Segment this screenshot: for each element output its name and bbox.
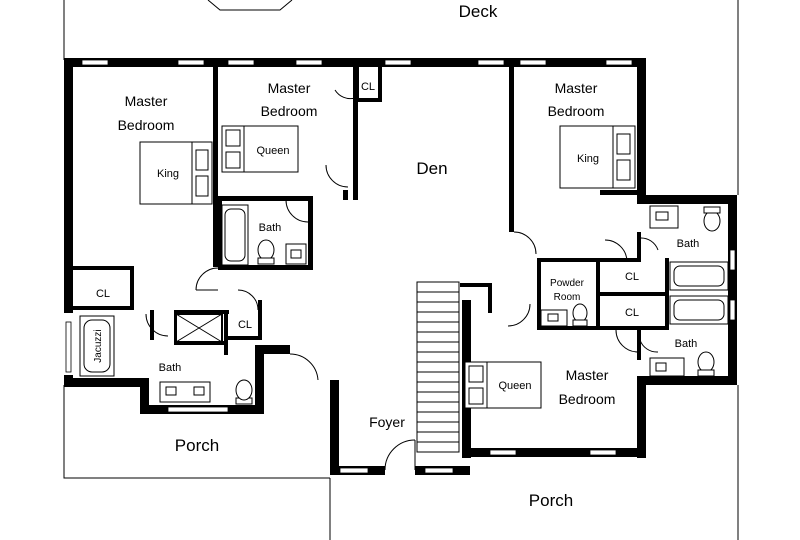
label-master-bedroom-1-line2: Bedroom bbox=[118, 117, 175, 133]
label-powder-room-line2: Room bbox=[554, 292, 581, 303]
bed-king-2: King bbox=[559, 125, 636, 189]
label-bath-4: Bath bbox=[675, 338, 698, 350]
shaft-box bbox=[175, 313, 223, 343]
label-cl-5: CL bbox=[625, 307, 639, 319]
label-jacuzzi: Jacuzzi bbox=[93, 329, 104, 362]
room-labels: Deck Master Bedroom Master Bedroom Maste… bbox=[93, 2, 699, 510]
bed-queen-2: Queen bbox=[464, 361, 542, 409]
label-den: Den bbox=[416, 159, 447, 178]
doors bbox=[145, 89, 659, 471]
bed-label-queen-1: Queen bbox=[256, 145, 289, 157]
staircase bbox=[416, 281, 460, 453]
bath-fixtures bbox=[79, 204, 729, 405]
label-master-bedroom-3-line1: Master bbox=[555, 80, 598, 96]
label-deck: Deck bbox=[459, 2, 498, 21]
label-master-bedroom-4-line2: Bedroom bbox=[559, 391, 616, 407]
label-foyer: Foyer bbox=[369, 414, 405, 430]
windows bbox=[65, 59, 736, 474]
label-porch-bottom: Porch bbox=[529, 491, 573, 510]
bed-label-king-2: King bbox=[577, 153, 599, 165]
bed-queen-1: Queen bbox=[221, 125, 299, 173]
bed-label-queen-2: Queen bbox=[498, 380, 531, 392]
label-bath-1: Bath bbox=[159, 362, 182, 374]
porch-outline bbox=[63, 385, 739, 540]
label-bath-2: Bath bbox=[259, 222, 282, 234]
label-cl-4: CL bbox=[625, 271, 639, 283]
label-master-bedroom-3-line2: Bedroom bbox=[548, 103, 605, 119]
label-cl-1: CL bbox=[96, 288, 110, 300]
label-powder-room-line1: Powder bbox=[550, 278, 585, 289]
label-master-bedroom-2-line1: Master bbox=[268, 80, 311, 96]
interior-walls bbox=[73, 67, 669, 360]
label-master-bedroom-2-line2: Bedroom bbox=[261, 103, 318, 119]
label-bath-3: Bath bbox=[677, 238, 700, 250]
deck-outline bbox=[63, 0, 739, 195]
label-cl-3: CL bbox=[361, 81, 375, 93]
bed-label-king-1: King bbox=[157, 168, 179, 180]
bed-king-1: King bbox=[139, 141, 213, 205]
label-master-bedroom-1-line1: Master bbox=[125, 93, 168, 109]
label-porch-left: Porch bbox=[175, 436, 219, 455]
label-cl-2: CL bbox=[238, 319, 252, 331]
label-master-bedroom-4-line1: Master bbox=[566, 367, 609, 383]
